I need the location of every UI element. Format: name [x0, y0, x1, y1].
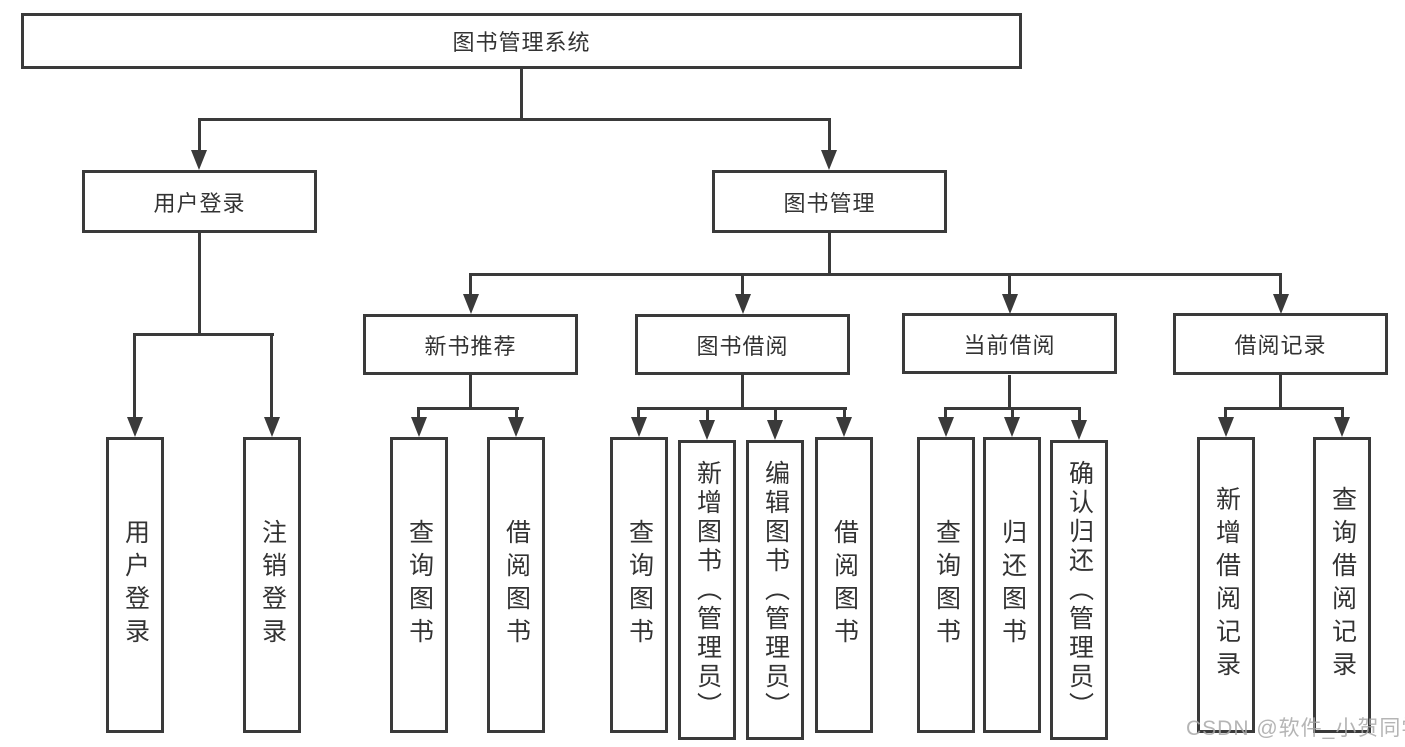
connector-cb-stem [1008, 375, 1011, 410]
leaf-bb-borrow-books: 借阅图书 [815, 437, 873, 733]
node-book-management-label: 图书管理 [783, 190, 876, 216]
arrowhead-icon-br-add [1218, 417, 1234, 437]
leaf-bb-add-books-admin-label: 新增图书（管理员） [693, 459, 722, 721]
connector-bb-hline [637, 407, 847, 410]
leaf-br-query-record: 查询借阅记录 [1313, 437, 1371, 733]
connector-rec-stem [469, 375, 472, 410]
leaf-cb-confirm-return-admin-label: 确认归还（管理员） [1065, 459, 1094, 721]
node-new-book-recommend: 新书推荐 [363, 314, 578, 375]
arrowhead-icon-user-login [191, 150, 207, 170]
connector-br-stem [1279, 375, 1282, 410]
arrowhead-icon-book-mgmt [821, 150, 837, 170]
arrow-stem-rec-borrow [515, 407, 518, 419]
arrow-stem-cb-query [944, 407, 947, 419]
arrow-stem-bb-edit [774, 407, 777, 422]
node-borrow-records: 借阅记录 [1173, 313, 1388, 375]
arrowhead-icon-rec-borrow [508, 417, 524, 437]
leaf-logout: 注销登录 [243, 437, 301, 733]
connector-bb-stem [741, 375, 744, 410]
leaf-cb-return-books-label: 归还图书 [998, 519, 1027, 651]
arrowhead-icon-cb-confirm [1071, 420, 1087, 440]
arrowhead-icon-borrow-records [1273, 294, 1289, 314]
leaf-rec-borrow-books: 借阅图书 [487, 437, 545, 733]
csdn-watermark: CSDN @软件_小贺同学 [1186, 717, 1405, 740]
leaf-bb-query-books: 查询图书 [610, 437, 668, 733]
arrow-stem-bb-add [706, 407, 709, 422]
arrowhead-icon-bb-edit [767, 420, 783, 440]
arrowhead-icon-bb-borrow [836, 417, 852, 437]
node-user-login-label: 用户登录 [153, 190, 246, 216]
leaf-user-login: 用户登录 [106, 437, 164, 733]
connector-rec-hline [417, 407, 519, 410]
leaf-bb-add-books-admin: 新增图书（管理员） [678, 440, 736, 740]
arrowhead-icon-book-borrow [735, 294, 751, 314]
node-user-login: 用户登录 [82, 170, 317, 233]
arrow-stem-borrow-records [1279, 273, 1282, 296]
leaf-cb-return-books: 归还图书 [983, 437, 1041, 733]
node-root: 图书管理系统 [21, 13, 1022, 69]
leaf-cb-confirm-return-admin: 确认归还（管理员） [1050, 440, 1108, 740]
leaf-user-login-label: 用户登录 [121, 519, 150, 651]
arrowhead-icon-br-query [1334, 417, 1350, 437]
arrowhead-icon-new-rec [463, 294, 479, 314]
leaf-bb-query-books-label: 查询图书 [625, 519, 654, 651]
node-root-label: 图书管理系统 [452, 30, 591, 55]
arrowhead-icon-rec-query [411, 417, 427, 437]
arrow-stem-leaf-user-login [133, 333, 136, 419]
leaf-cb-query-books: 查询图书 [917, 437, 975, 733]
connector-mgmt-stem [828, 233, 831, 276]
arrowhead-icon-cb-query [938, 417, 954, 437]
connector-root-hline [198, 118, 831, 121]
arrow-stem-book-mgmt [828, 118, 831, 152]
arrow-stem-br-query [1341, 407, 1344, 419]
arrow-stem-new-rec [469, 273, 472, 296]
arrow-stem-book-borrow [741, 273, 744, 296]
arrow-stem-cb-confirm [1078, 407, 1081, 422]
arrow-stem-bb-query [637, 407, 640, 419]
leaf-br-add-record-label: 新增借阅记录 [1212, 486, 1241, 684]
leaf-rec-borrow-books-label: 借阅图书 [502, 519, 531, 651]
connector-mgmt-hline [469, 273, 1282, 276]
connector-login-stem [198, 233, 201, 336]
leaf-bb-edit-books-admin: 编辑图书（管理员） [746, 440, 804, 740]
node-book-borrowing-label: 图书借阅 [696, 333, 789, 359]
arrow-stem-current-borrow [1008, 273, 1011, 296]
arrow-stem-cb-return [1011, 407, 1014, 419]
connector-login-hline [133, 333, 274, 336]
leaf-cb-query-books-label: 查询图书 [932, 519, 961, 651]
arrowhead-icon-leaf-user-login [127, 417, 143, 437]
node-current-borrowing-label: 当前借阅 [963, 332, 1056, 358]
arrow-stem-user-login [198, 118, 201, 152]
arrowhead-icon-bb-query [631, 417, 647, 437]
leaf-bb-borrow-books-label: 借阅图书 [830, 519, 859, 651]
arrow-stem-rec-query [417, 407, 420, 419]
arrowhead-icon-current-borrow [1002, 294, 1018, 314]
connector-br-hline [1224, 407, 1344, 410]
arrowhead-icon-cb-return [1004, 417, 1020, 437]
arrowhead-icon-bb-add [699, 420, 715, 440]
node-borrow-records-label: 借阅记录 [1234, 333, 1327, 358]
leaf-rec-query-books-label: 查询图书 [405, 519, 434, 651]
arrowhead-icon-leaf-logout [264, 417, 280, 437]
arrow-stem-br-add [1224, 407, 1227, 419]
connector-root-stem [520, 69, 523, 120]
leaf-logout-label: 注销登录 [258, 519, 287, 651]
leaf-br-query-record-label: 查询借阅记录 [1328, 486, 1357, 684]
node-book-borrowing: 图书借阅 [635, 314, 850, 375]
node-current-borrowing: 当前借阅 [902, 313, 1117, 374]
leaf-rec-query-books: 查询图书 [390, 437, 448, 733]
node-new-book-recommend-label: 新书推荐 [424, 333, 517, 359]
arrow-stem-leaf-logout [270, 333, 273, 419]
leaf-br-add-record: 新增借阅记录 [1197, 437, 1255, 733]
arrow-stem-bb-borrow [843, 407, 846, 419]
leaf-bb-edit-books-admin-label: 编辑图书（管理员） [761, 459, 790, 721]
node-book-management: 图书管理 [712, 170, 947, 233]
